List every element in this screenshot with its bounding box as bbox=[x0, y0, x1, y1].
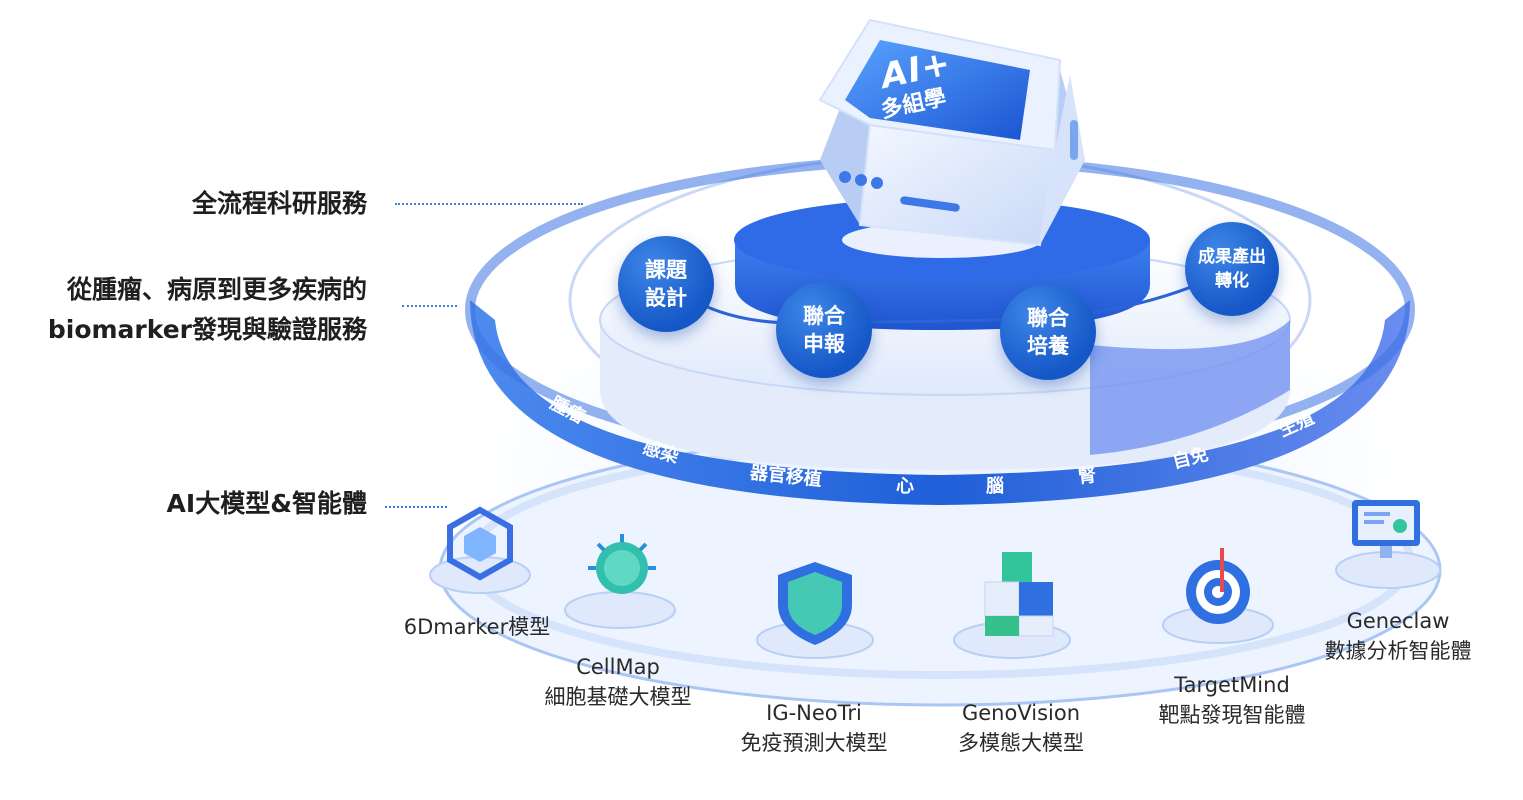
model-title: CellMap bbox=[545, 652, 692, 682]
biomarker-label-line2: biomarker發現與驗證服務 bbox=[48, 312, 367, 348]
model-geneclaw: Geneclaw 數據分析智能體 bbox=[1325, 606, 1472, 666]
model-title: 6Dmarker模型 bbox=[404, 612, 550, 642]
model-title: IG-NeoTri bbox=[741, 698, 888, 728]
process-step-joint-training: 聯合 培養 bbox=[1000, 284, 1096, 380]
disease-heart: 心 bbox=[896, 472, 914, 498]
process-step-line: 聯合 bbox=[1027, 304, 1069, 332]
process-step-topic-design: 課題 設計 bbox=[618, 236, 714, 332]
model-subtitle: 多模態大模型 bbox=[958, 728, 1084, 758]
process-step-outcome-transfer: 成果產出 轉化 bbox=[1185, 222, 1279, 316]
model-genovision: GenoVision 多模態大模型 bbox=[958, 698, 1084, 758]
process-step-line: 轉化 bbox=[1215, 269, 1249, 293]
process-step-line: 課題 bbox=[645, 256, 687, 284]
models-label: AI大模型&智能體 bbox=[167, 486, 367, 522]
disease-brain: 腦 bbox=[986, 472, 1004, 498]
process-step-line: 聯合 bbox=[803, 302, 845, 330]
model-cellmap: CellMap 細胞基礎大模型 bbox=[545, 652, 692, 712]
biomarker-label-line1: 從腫瘤、病原到更多疾病的 bbox=[67, 272, 367, 308]
biomarker-connector bbox=[402, 305, 457, 307]
process-step-line: 設計 bbox=[645, 284, 687, 312]
models-connector bbox=[385, 506, 447, 508]
model-subtitle: 數據分析智能體 bbox=[1325, 636, 1472, 666]
process-step-line: 成果產出 bbox=[1198, 245, 1266, 269]
model-title: TargetMind bbox=[1159, 670, 1306, 700]
process-step-line: 培養 bbox=[1027, 332, 1069, 360]
process-step-joint-application: 聯合 申報 bbox=[776, 282, 872, 378]
model-6dmarker: 6Dmarker模型 bbox=[404, 612, 550, 642]
model-subtitle: 細胞基礎大模型 bbox=[545, 682, 692, 712]
model-subtitle: 靶點發現智能體 bbox=[1159, 700, 1306, 730]
model-ig-neotri: IG-NeoTri 免疫預測大模型 bbox=[741, 698, 888, 758]
model-title: Geneclaw bbox=[1325, 606, 1472, 636]
disease-kidney: 腎 bbox=[1077, 461, 1098, 489]
model-subtitle: 免疫預測大模型 bbox=[741, 728, 888, 758]
process-step-line: 申報 bbox=[803, 330, 845, 358]
service-label: 全流程科研服務 bbox=[192, 186, 367, 222]
model-title: GenoVision bbox=[958, 698, 1084, 728]
model-targetmind: TargetMind 靶點發現智能體 bbox=[1159, 670, 1306, 730]
service-connector bbox=[395, 203, 583, 205]
